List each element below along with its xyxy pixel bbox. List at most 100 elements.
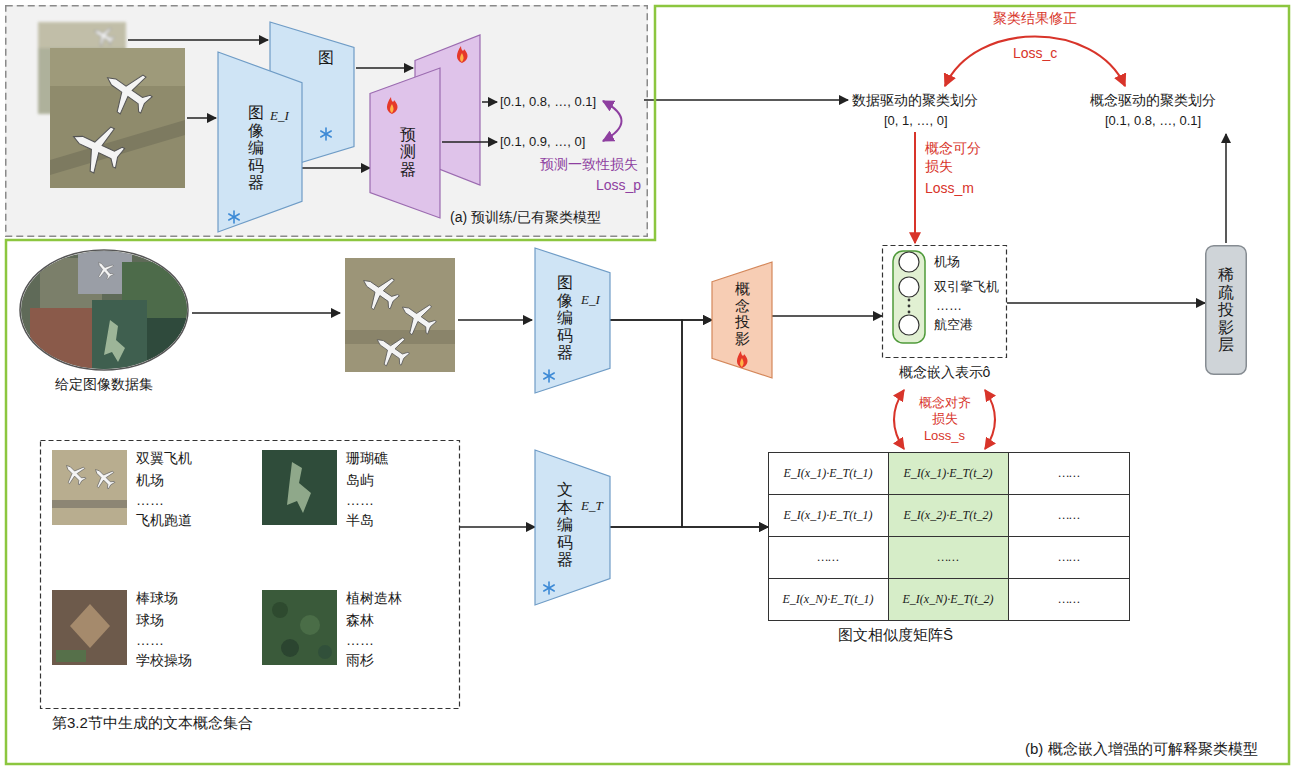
matrix-cell: …… — [1059, 508, 1080, 523]
matrix-rule — [769, 578, 1130, 579]
island — [104, 320, 125, 362]
annotation: [0.1, 0.8, …, 0.1] — [500, 94, 596, 110]
node-label: 稀疏投影层 — [1218, 266, 1234, 354]
reef-image — [262, 450, 337, 525]
frozen-icon — [544, 582, 554, 594]
node-label: E_I — [581, 292, 600, 308]
node-label: 岛屿 — [346, 472, 374, 490]
flow-arrow — [644, 99, 848, 101]
frozen-icon-stroke — [321, 131, 331, 137]
tree-crown — [272, 602, 288, 618]
infield — [70, 604, 110, 648]
node-label: 航空港 — [934, 317, 973, 333]
layer-box — [1206, 246, 1247, 375]
tree-crown — [318, 645, 332, 659]
frozen-icon — [229, 211, 239, 223]
node-label: 图像编码器 — [248, 104, 264, 192]
node-label: 图 — [318, 48, 334, 68]
matrix-cell: E_I(x_2)·E_T(t_2) — [904, 508, 993, 523]
flow-connector — [610, 526, 768, 528]
image-ground — [52, 590, 127, 665]
frozen-icon — [544, 370, 554, 382]
node-label: 机场 — [934, 254, 960, 270]
encoder-trapezoid — [535, 450, 610, 605]
flow-connector — [772, 315, 882, 317]
node-label: 学校操场 — [136, 652, 192, 670]
flow-arrow — [482, 101, 497, 103]
edge-label: 概念对齐损失 Loss_s — [917, 395, 973, 444]
encoder-trapezoid — [218, 52, 302, 232]
dataset-ellipse: 给定图像数据集 — [18, 248, 190, 400]
concept-unit — [899, 277, 919, 297]
flow-arrow — [1225, 134, 1227, 243]
flame-core — [740, 358, 743, 367]
flow-arrow — [192, 312, 340, 314]
matrix-rule — [769, 494, 1130, 495]
matrix-cell: E_I(x_1)·E_T(t_2) — [904, 466, 993, 481]
concept-projection: 概念投影 — [712, 262, 772, 378]
node-label: 图像编码器 — [557, 274, 573, 362]
alignment-loss-arrow — [894, 390, 995, 449]
node-label: E_I — [270, 108, 289, 124]
flow-arrow — [442, 141, 497, 143]
node-label: 双引擎飞机 — [934, 279, 999, 295]
node-label: 棒球场 — [136, 590, 178, 608]
image-ground — [262, 590, 337, 665]
flow-arrow — [187, 117, 216, 119]
matrix-rule — [888, 453, 889, 621]
text-encoder: 文本编码器E_T — [535, 450, 610, 605]
node-label: 图文相似度矩阵S̄ — [838, 626, 953, 645]
matrix-rule — [1008, 453, 1009, 621]
frozen-icon-stroke — [544, 585, 554, 591]
image-encoder: 图像编码器 E_I — [535, 248, 610, 393]
node-label: 植树造林 — [346, 590, 402, 608]
ellipsis-dot — [908, 311, 911, 314]
embedding-bar — [893, 251, 925, 343]
node-label: 半岛 — [346, 512, 374, 530]
concept-unit — [899, 252, 919, 272]
node-outline — [5, 5, 1290, 765]
matrix-cell: E_I(x_1)·E_T(t_1) — [784, 508, 873, 523]
frozen-icon-stroke — [544, 585, 554, 591]
frozen-icon — [321, 128, 331, 140]
consistency-loss-arrow — [603, 101, 622, 141]
flow-connector — [302, 167, 370, 169]
airfield-image — [52, 450, 127, 525]
flow-arrow — [128, 39, 268, 41]
flame-core — [390, 104, 393, 113]
node-label: 概念嵌入表示ô — [899, 364, 991, 382]
matrix-cell: …… — [1059, 466, 1080, 481]
frozen-icon-stroke — [229, 214, 239, 220]
annotation: 概念可分损失 — [925, 140, 985, 175]
tree-crown — [281, 639, 299, 657]
node-label: 第3.2节中生成的文本概念集合 — [52, 714, 253, 733]
image-ground — [50, 48, 185, 188]
airplane-image — [50, 48, 185, 188]
airplane — [88, 462, 119, 493]
node-label: …… — [346, 492, 374, 510]
matrix-cell: …… — [938, 550, 959, 565]
green-frame — [6, 6, 1289, 764]
matrix-cell: E_I(x_N)·E_T(t_1) — [783, 592, 874, 607]
flame-core — [460, 53, 463, 62]
predictor-trapezoid — [370, 68, 440, 218]
matrix-frame — [769, 453, 1130, 621]
annotation: 预测一致性损失 — [540, 156, 638, 174]
node-label: …… — [936, 298, 962, 314]
airplane — [92, 257, 118, 283]
reef — [287, 462, 311, 513]
projection-trapezoid — [712, 262, 772, 378]
flame — [387, 97, 398, 114]
annotation: [0.1, 0.8, …, 0.1] — [1105, 113, 1201, 129]
ellipsis-dot — [908, 299, 911, 302]
image-ground — [38, 22, 126, 48]
runway — [52, 500, 127, 508]
dashed-frame — [883, 246, 1007, 358]
airplane — [95, 59, 160, 123]
matrix-rule — [769, 536, 1130, 537]
separability-loss-arrow — [914, 132, 916, 243]
airplane — [353, 266, 405, 317]
